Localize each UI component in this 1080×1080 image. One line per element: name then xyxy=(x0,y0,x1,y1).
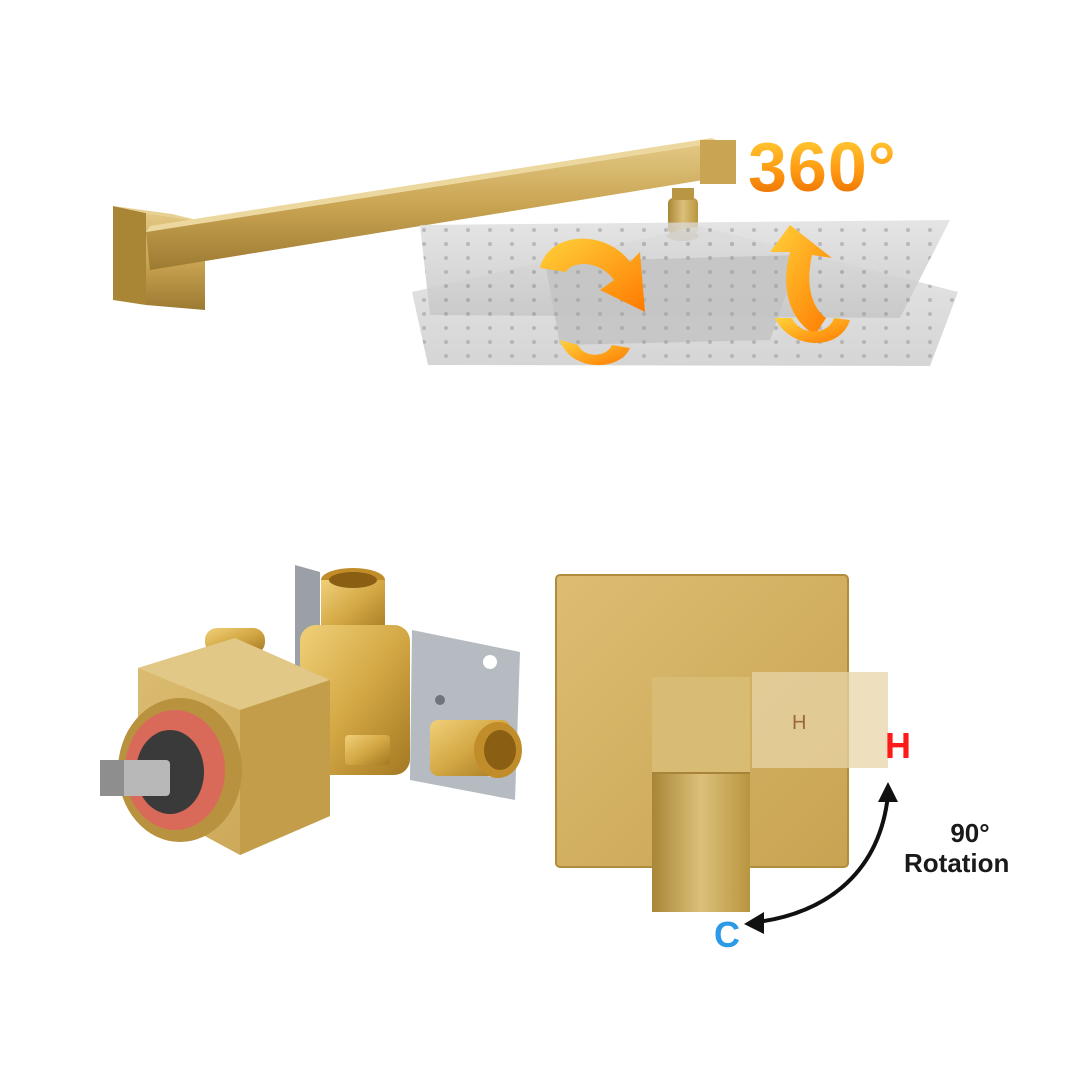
trim-assembly xyxy=(555,574,898,934)
shower-arm-assembly xyxy=(113,138,736,310)
rotation-word-label: Rotation xyxy=(904,848,1010,878)
rotation-360-label: 360° xyxy=(748,128,897,206)
rotate-arrow-left xyxy=(540,238,645,312)
wall-flange xyxy=(113,206,146,305)
rough-in-valve xyxy=(100,565,522,855)
shower-arm xyxy=(146,142,728,270)
rain-shower-head-ghost xyxy=(412,220,958,366)
rotation-arrows xyxy=(540,225,850,366)
rotation-degrees-label: 90° xyxy=(950,818,990,848)
rotate-arrow-right xyxy=(770,225,832,335)
hot-mark-plate: H xyxy=(792,712,807,734)
handle-hot-ghost xyxy=(752,672,888,768)
rotation-arc xyxy=(757,794,890,924)
hot-label: H xyxy=(885,725,911,766)
cold-label: C xyxy=(714,914,740,955)
